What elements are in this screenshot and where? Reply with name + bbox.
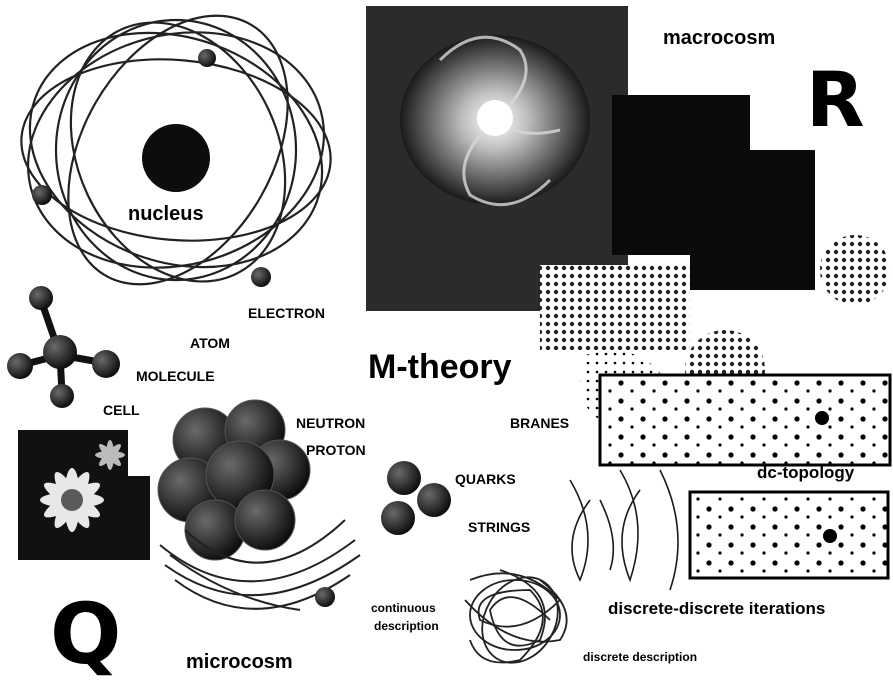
string-filaments (570, 470, 678, 590)
proton-label: PROTON (306, 443, 366, 457)
dark-space-panels (612, 95, 815, 290)
molecule-label: MOLECULE (136, 369, 215, 383)
cell-flower-photo (18, 430, 150, 560)
dc-topology-label: dc-topology (757, 464, 854, 481)
cell-label: CELL (103, 403, 140, 417)
molecule-illustration (7, 286, 120, 408)
neutron-label: NEUTRON (296, 416, 365, 430)
electron-label: ELECTRON (248, 306, 325, 320)
continuous-string-tangle (465, 564, 573, 677)
quarks-label: QUARKS (455, 472, 516, 486)
microcosm-particle (315, 587, 335, 607)
nucleus-label: nucleus (128, 204, 204, 224)
microcosm-label: microcosm (186, 652, 293, 672)
nucleus-core (142, 124, 210, 192)
strings-label: STRINGS (468, 520, 530, 534)
continuous-description-line1: continuous (371, 602, 436, 614)
atom-label: ATOM (190, 336, 230, 350)
discrete-iterations-label: discrete-discrete iterations (608, 600, 825, 617)
macrocosm-label: macrocosm (663, 28, 775, 48)
dc-blob-topright (820, 235, 890, 305)
letter-q-mark: Q (50, 592, 121, 676)
discrete-description-label: discrete description (583, 651, 697, 663)
quarks-illustration (381, 461, 451, 535)
branes-label: BRANES (510, 416, 569, 430)
continuous-description-line2: description (374, 620, 439, 632)
neutron-proton-cluster (158, 400, 310, 560)
m-theory-label: M-theory (368, 350, 512, 384)
letter-r-mark: R (806, 62, 865, 138)
lattice-texture (540, 265, 690, 350)
